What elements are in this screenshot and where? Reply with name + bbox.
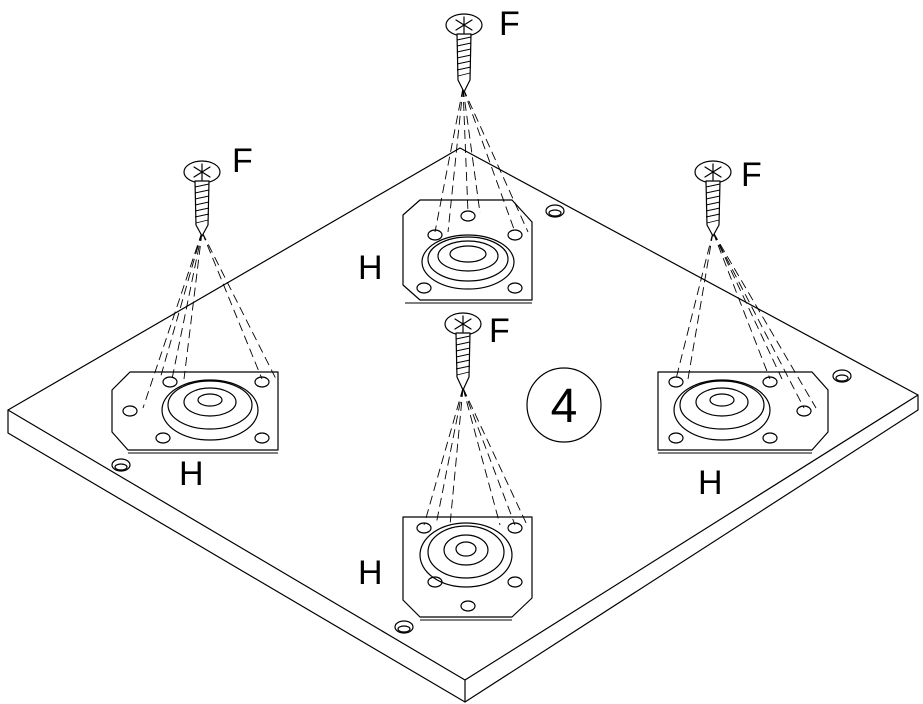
screw-bottom bbox=[444, 312, 482, 391]
guide-lines-left bbox=[142, 231, 277, 409]
label-screw-right: F bbox=[741, 156, 762, 194]
bracket-bottom bbox=[402, 516, 533, 621]
guide-lines-right bbox=[675, 231, 817, 409]
guide-lines-top bbox=[434, 87, 529, 233]
label-screw-left: F bbox=[232, 142, 253, 180]
label-screw-top: F bbox=[499, 5, 520, 43]
label-bracket-top: H bbox=[358, 249, 383, 287]
guide-lines-bottom bbox=[423, 387, 528, 526]
step-number: 4 bbox=[551, 380, 578, 433]
board-holes bbox=[111, 204, 852, 634]
label-bracket-left: H bbox=[179, 455, 204, 493]
label-screw-bottom: F bbox=[489, 312, 510, 350]
label-bracket-bottom: H bbox=[358, 554, 383, 592]
step-number-badge: 4 bbox=[526, 367, 602, 443]
bracket-right bbox=[657, 371, 829, 454]
label-bracket-right: H bbox=[698, 464, 723, 502]
screw-right bbox=[694, 160, 732, 237]
bracket-left bbox=[111, 371, 279, 454]
board-panel bbox=[7, 147, 919, 703]
screw-top bbox=[445, 13, 483, 93]
screw-left bbox=[183, 160, 221, 237]
bracket-top bbox=[402, 199, 533, 304]
